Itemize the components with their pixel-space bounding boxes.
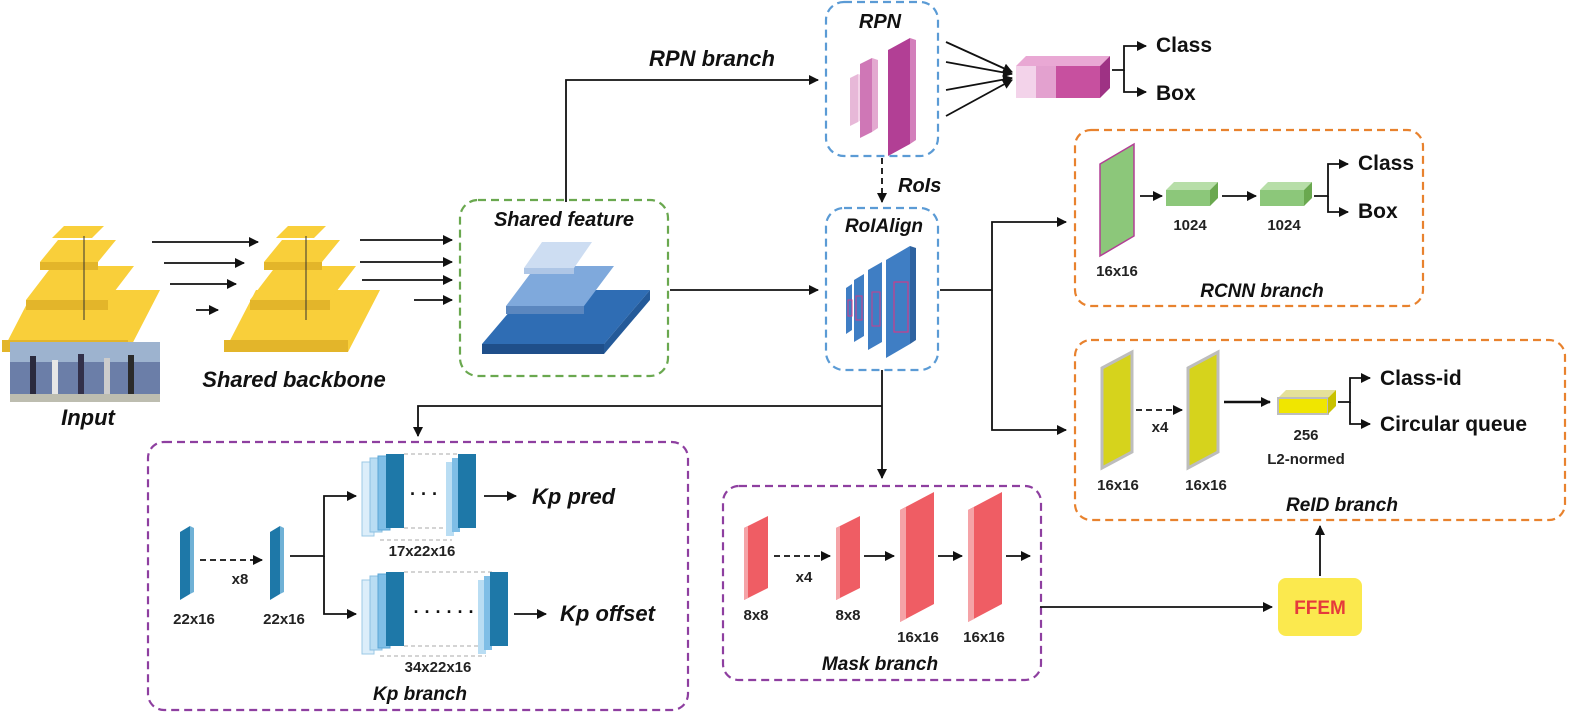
rpn-output-block bbox=[1016, 56, 1110, 98]
kp-dim-1: 22x16 bbox=[173, 611, 215, 628]
kp-pred-dim: 17x22x16 bbox=[389, 543, 456, 560]
rcnn-fc1 bbox=[1166, 182, 1218, 206]
mask-x4: x4 bbox=[796, 569, 813, 586]
reid-dim-2: 16x16 bbox=[1185, 477, 1227, 494]
kp-dim-2: 22x16 bbox=[263, 611, 305, 628]
reid-256: 256 bbox=[1293, 427, 1318, 444]
mask-branch-box bbox=[721, 484, 1043, 682]
ffem-box bbox=[1278, 578, 1362, 636]
kp-offset-dots: · · · · · · bbox=[414, 602, 475, 622]
rpn-label: RPN bbox=[859, 11, 902, 33]
rcnn-fc2 bbox=[1260, 182, 1312, 206]
reid-classid-label: Class-id bbox=[1380, 367, 1462, 390]
kp-pred-stack bbox=[361, 453, 476, 541]
rpn-class-label: Class bbox=[1156, 34, 1212, 57]
backbone-pyramid bbox=[224, 226, 380, 352]
shared-backbone-label: Shared backbone bbox=[202, 367, 385, 392]
reid-queue-label: Circular queue bbox=[1380, 413, 1527, 436]
reid-l2: L2-normed bbox=[1267, 451, 1345, 468]
rcnn-branch-box bbox=[1073, 128, 1425, 308]
kp-branch-box bbox=[146, 440, 690, 712]
reid-dim-1: 16x16 bbox=[1097, 477, 1139, 494]
rpn-layers bbox=[850, 38, 916, 156]
reid-layer-2 bbox=[1186, 349, 1220, 471]
roialign-layers bbox=[846, 246, 916, 358]
kp-x8: x8 bbox=[232, 571, 249, 588]
reid-layer-1 bbox=[1100, 349, 1134, 471]
mask-dim-3: 16x16 bbox=[897, 629, 939, 646]
rpn-box bbox=[824, 0, 940, 158]
reid-embedding bbox=[1277, 390, 1336, 415]
reid-x4: x4 bbox=[1152, 419, 1169, 436]
rcnn-input-layer bbox=[1099, 142, 1135, 258]
kp-offset-stack bbox=[361, 571, 508, 657]
shared-feature-label: Shared feature bbox=[494, 209, 634, 231]
rcnn-branch-label: RCNN branch bbox=[1200, 281, 1324, 302]
input-pyramid bbox=[2, 226, 160, 352]
kp-pred-dots: · · · bbox=[410, 484, 438, 504]
mask-layer-1 bbox=[744, 516, 768, 600]
rcnn-dim-in: 16x16 bbox=[1096, 263, 1138, 280]
mask-dim-2: 8x8 bbox=[835, 607, 860, 624]
rcnn-class-label: Class bbox=[1358, 152, 1414, 175]
rcnn-fc1-label: 1024 bbox=[1173, 217, 1207, 234]
rcnn-fc2-label: 1024 bbox=[1267, 217, 1301, 234]
kp-offset-label: Kp offset bbox=[560, 601, 657, 626]
shared-feature-stack bbox=[482, 242, 650, 354]
rpn-branch-label: RPN branch bbox=[649, 46, 775, 71]
kp-pred-label: Kp pred bbox=[532, 484, 616, 509]
ffem-label: FFEM bbox=[1294, 598, 1346, 619]
rpn-box-label: Box bbox=[1156, 82, 1196, 105]
mask-layer-4 bbox=[968, 492, 1002, 622]
kp-layer-2 bbox=[270, 526, 284, 600]
input-label: Input bbox=[61, 405, 116, 430]
reid-branch-label: ReID branch bbox=[1286, 495, 1398, 516]
kp-layer-1 bbox=[180, 526, 194, 600]
mask-dim-1: 8x8 bbox=[743, 607, 768, 624]
roialign-label: RoIAlign bbox=[845, 216, 923, 237]
rois-label: RoIs bbox=[898, 175, 941, 197]
mask-branch-label: Mask branch bbox=[822, 654, 938, 675]
reid-branch-box bbox=[1073, 338, 1567, 522]
mask-layer-3 bbox=[900, 492, 934, 622]
rcnn-box-label: Box bbox=[1358, 200, 1398, 223]
mask-dim-4: 16x16 bbox=[963, 629, 1005, 646]
mask-layer-2 bbox=[836, 516, 860, 600]
input-image bbox=[10, 342, 160, 402]
shared-feature-box bbox=[458, 198, 670, 378]
kp-branch-label: Kp branch bbox=[373, 684, 467, 705]
kp-offset-dim: 34x22x16 bbox=[405, 659, 472, 676]
